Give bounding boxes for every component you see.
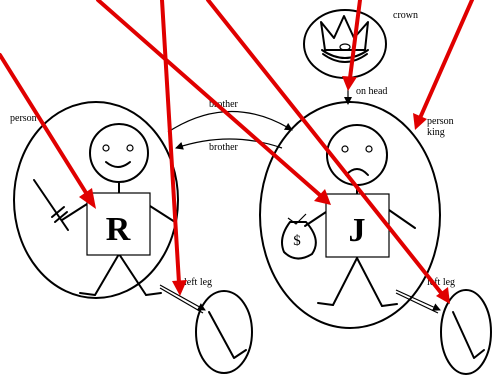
left-leg-ellipse-left [196,291,252,373]
red-arrow-to-john-box [98,0,331,205]
richard-letter: R [106,211,131,248]
money-sign: $ [293,233,301,249]
sword-icon [34,180,68,230]
red-arrow-to-right-left-leg [208,0,450,304]
person-label-right: person [427,116,454,127]
crown-group: crown [304,10,418,78]
left-leg-label-left: left leg [184,277,212,288]
king-label: king [427,127,445,138]
john-letter: J [349,212,366,249]
money-bag-icon: $ [282,214,316,259]
red-arrow-to-king [413,0,472,130]
person-john: person king $ J [260,102,454,328]
on-head-label: on head [356,86,387,97]
frown-face-icon [327,125,387,185]
crown-label: crown [393,10,418,21]
brother-label-bottom: brother [209,142,239,153]
crown-icon [321,16,368,62]
left-leg-richard: left leg [160,277,252,373]
person-label-left: person [10,113,37,124]
smiley-face-icon [90,124,148,182]
